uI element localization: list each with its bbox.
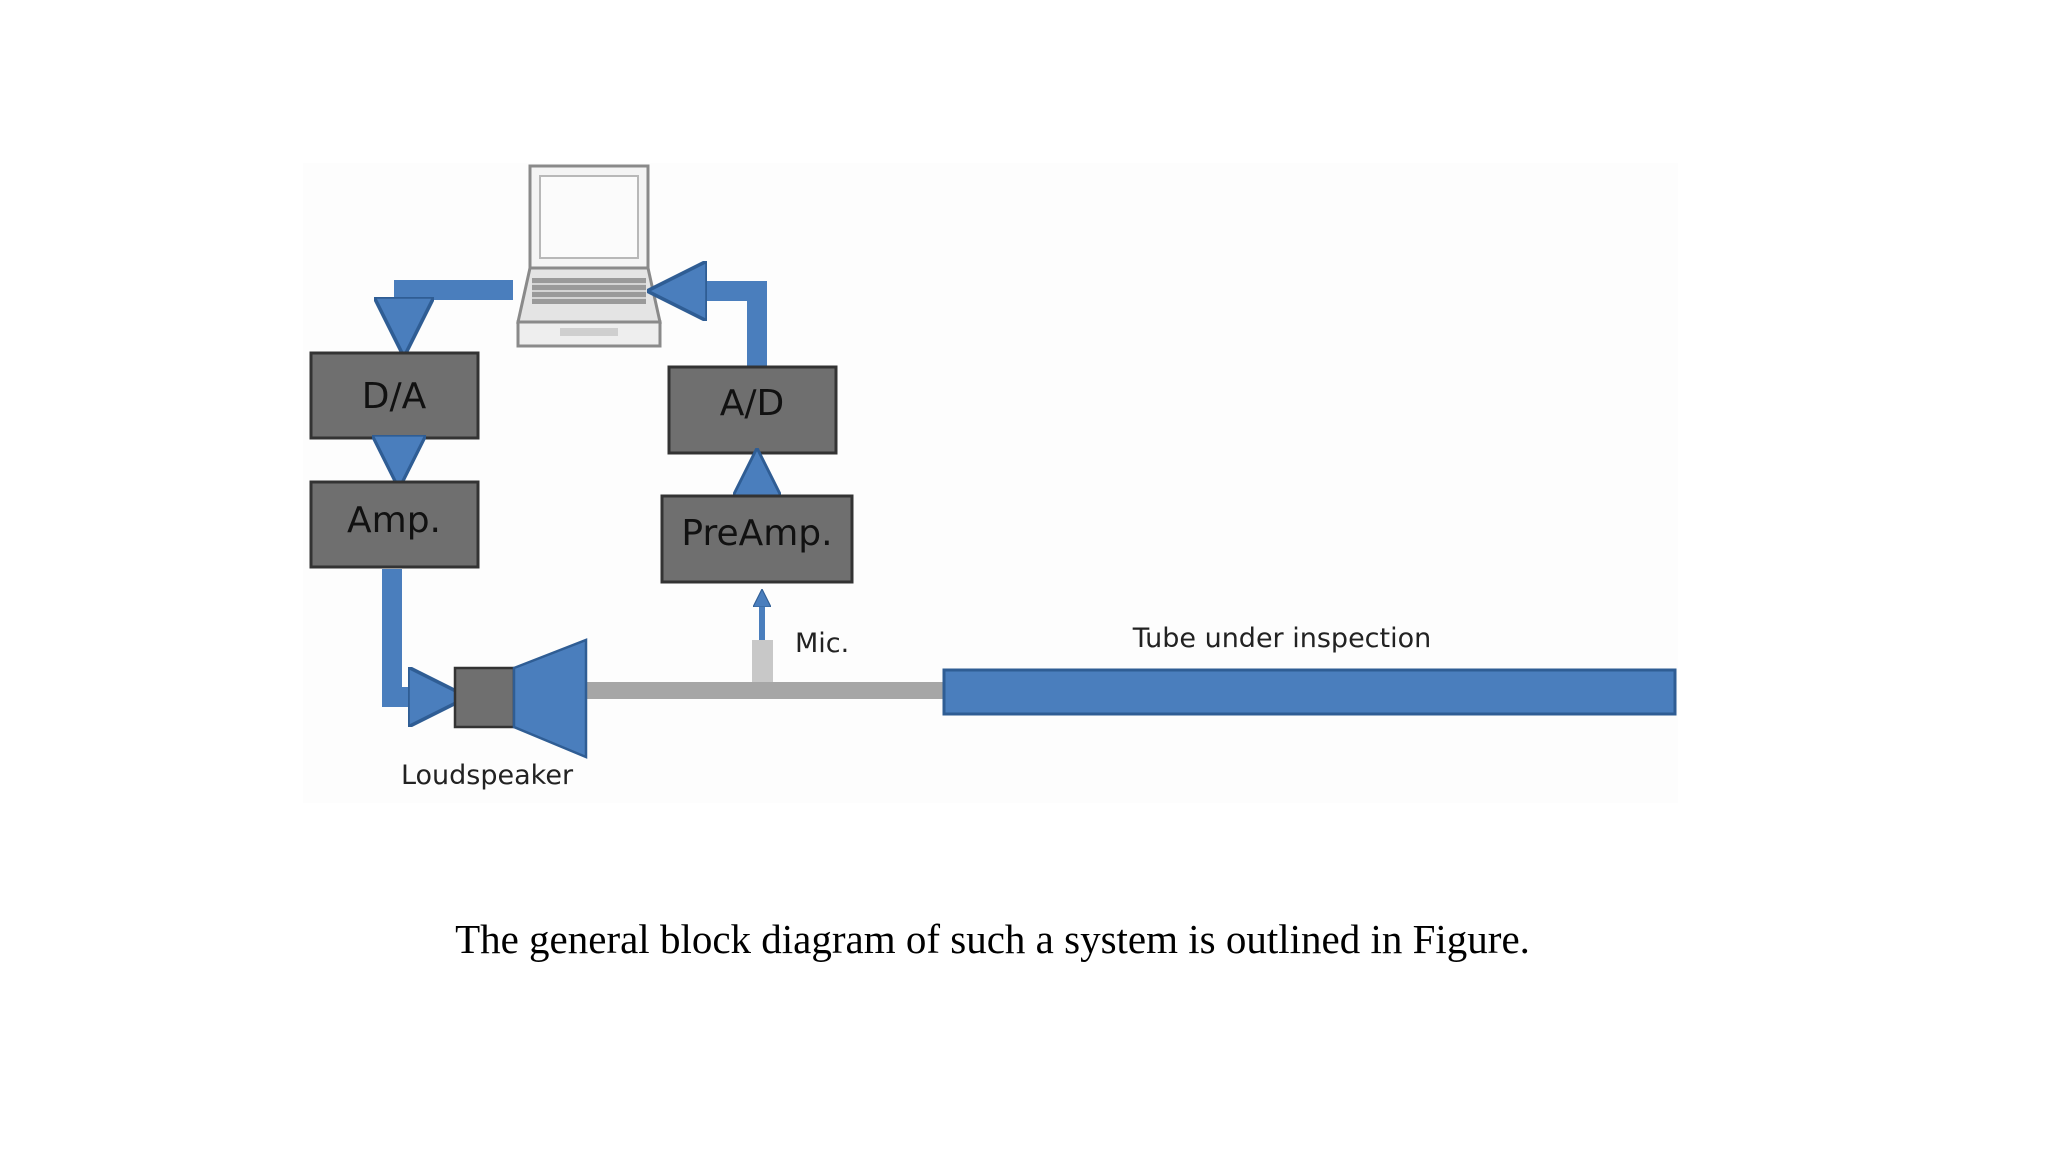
- tube-under-inspection: [942, 668, 1677, 716]
- laptop-icon: [516, 164, 662, 348]
- ad-block: A/D: [667, 365, 838, 455]
- preamp-block: PreAmp.: [660, 494, 854, 584]
- loudspeaker-icon: [453, 638, 588, 759]
- preamp-label: PreAmp.: [681, 513, 832, 554]
- da-block: D/A: [309, 351, 480, 440]
- tube-label: Tube under inspection: [1132, 623, 1432, 654]
- mic-label: Mic.: [795, 628, 849, 659]
- connecting-pipe: [585, 682, 945, 699]
- arrow-laptop-to-da: [404, 280, 513, 327]
- arrow-ad-to-laptop: [677, 291, 767, 366]
- amp-block: Amp.: [309, 480, 480, 569]
- loudspeaker-label: Loudspeaker: [401, 760, 574, 791]
- da-label: D/A: [362, 376, 427, 417]
- figure-caption: The general block diagram of such a syst…: [455, 916, 1530, 962]
- ad-label: A/D: [720, 383, 784, 424]
- amp-label: Amp.: [347, 500, 441, 541]
- microphone-icon: [752, 640, 773, 682]
- arrow-amp-to-loudspeaker: [382, 569, 438, 697]
